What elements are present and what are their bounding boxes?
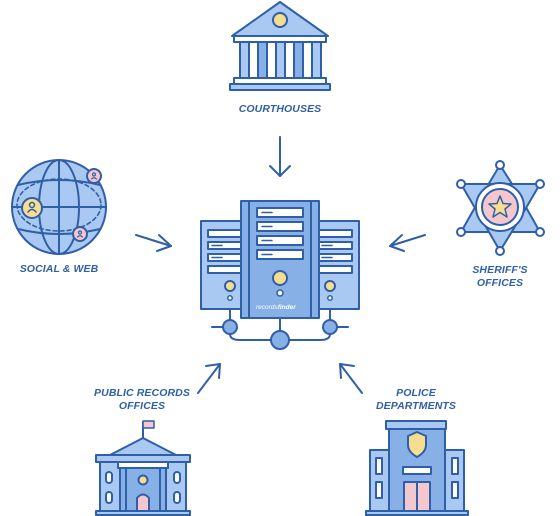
social-web-label: SOCIAL & WEB xyxy=(0,263,118,276)
server-brand: recordsfinder xyxy=(256,304,296,311)
courthouses-label-text: COURTHOUSES xyxy=(238,103,322,115)
sheriffs-offices-label-line2: OFFICES xyxy=(476,277,524,289)
arrow-police-to-server xyxy=(339,363,363,394)
globe-icon xyxy=(11,159,107,255)
arrow-public-records-to-server xyxy=(197,363,221,394)
social-web-label-text: SOCIAL & WEB xyxy=(19,263,99,275)
arrow-sheriff-to-server xyxy=(389,234,426,252)
public-records-building-icon xyxy=(95,420,191,516)
police-departments-label: POLICE DEPARTMENTS xyxy=(356,387,476,413)
public-records-offices-label: PUBLIC RECORDS OFFICES xyxy=(82,387,202,413)
police-building-icon xyxy=(365,420,469,516)
sheriffs-offices-label-line1: SHERIFF'S xyxy=(472,264,528,276)
brand-part1: records xyxy=(256,304,278,311)
arrow-social-to-server xyxy=(135,234,172,252)
public-records-offices-label-line1: PUBLIC RECORDS xyxy=(94,387,190,399)
server-cluster-icon xyxy=(200,200,360,350)
sheriff-badge-icon xyxy=(456,160,545,256)
police-departments-label-line2: DEPARTMENTS xyxy=(375,400,457,412)
sheriffs-offices-label: SHERIFF'S OFFICES xyxy=(440,264,560,290)
courthouse-icon xyxy=(229,1,331,91)
public-records-offices-label-line2: OFFICES xyxy=(118,400,166,412)
brand-part2: finder xyxy=(277,304,296,311)
arrow-courthouse-to-server xyxy=(269,136,291,177)
courthouses-label: COURTHOUSES xyxy=(220,103,340,116)
police-departments-label-line1: POLICE xyxy=(396,387,436,399)
